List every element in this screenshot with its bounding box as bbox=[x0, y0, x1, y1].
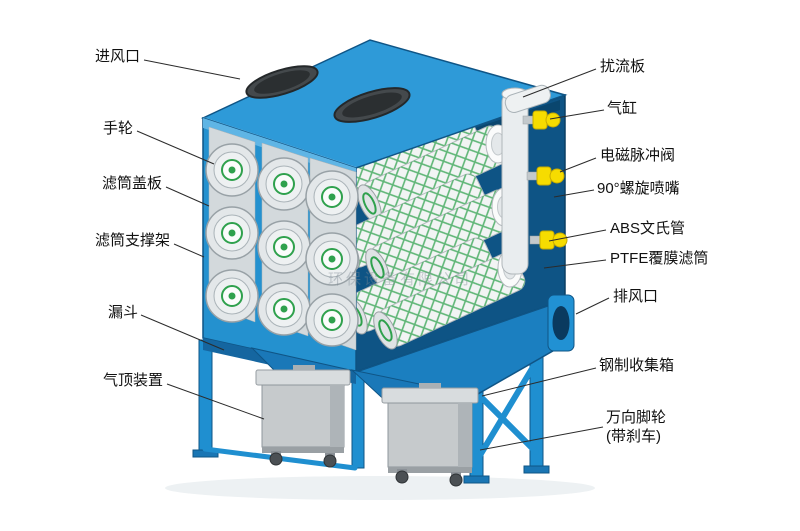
label-air-inlet: 进风口 bbox=[94, 48, 140, 65]
label-baffle: 扰流板 bbox=[600, 58, 646, 75]
label-handwheel: 手轮 bbox=[102, 120, 133, 137]
label-air-top-device: 气顶装置 bbox=[102, 372, 163, 389]
air-header-assembly bbox=[501, 84, 568, 275]
pneumatic-cylinder bbox=[504, 84, 551, 113]
top-panel bbox=[200, 39, 568, 169]
label-caster-line1: 万向脚轮 bbox=[606, 409, 667, 426]
label-cylinder: 气缸 bbox=[607, 100, 638, 117]
air-inlet-opening bbox=[333, 87, 411, 123]
label-caster-line2: (带刹车) bbox=[606, 428, 661, 445]
leader-lines bbox=[136, 59, 610, 451]
cartridge-cover-handwheels bbox=[205, 143, 359, 347]
label-filter-cover: 滤筒盖板 bbox=[101, 175, 162, 192]
collection-boxes bbox=[255, 365, 479, 487]
label-venturi: ABS文氏管 bbox=[610, 220, 686, 237]
label-air-outlet: 排风口 bbox=[613, 288, 659, 305]
label-hopper: 漏斗 bbox=[107, 304, 138, 321]
label-spiral-nozzle: 90°螺旋喷嘴 bbox=[597, 180, 680, 197]
label-filter-support: 滤筒支撑架 bbox=[94, 232, 170, 249]
label-ptfe-cartridge: PTFE覆膜滤筒 bbox=[610, 250, 709, 267]
label-caster: 万向脚轮 (带刹车) bbox=[606, 408, 666, 446]
air-outlet-opening bbox=[552, 306, 570, 340]
label-collection-box: 钢制收集箱 bbox=[599, 357, 675, 374]
air-inlet-opening bbox=[245, 65, 319, 99]
label-pulse-valve: 电磁脉冲阀 bbox=[600, 147, 676, 164]
floor-shadow bbox=[165, 476, 595, 500]
